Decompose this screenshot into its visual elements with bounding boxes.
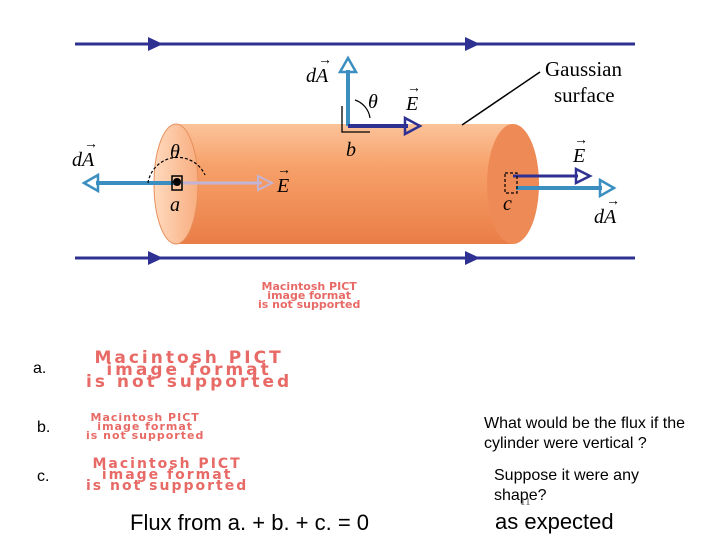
dA-label-a: dA [72,149,95,171]
vector-arrow-E-c: → [574,133,588,148]
vector-arrow-dA-c: → [606,194,620,209]
theta-label-a: θ [170,141,180,163]
question-any-shape: Suppose it were any shape? [494,467,639,504]
E-label-a: E [276,175,289,197]
vector-arrow-dA-a: → [84,137,98,152]
flux-sum-text: Flux from a. + b. + c. = 0 [130,510,370,535]
pict-placeholder-a: Macintosh PICT image format is not suppo… [86,348,293,393]
point-b-label: b [346,139,356,161]
E-label-c: E [572,145,585,167]
field-line-bottom [75,251,635,265]
point-a-label: a [170,194,180,216]
vector-arrow-E-b: → [407,81,421,96]
point-b-vectors [337,55,423,137]
theta-label-b: θ [368,91,378,113]
dA-label-c: dA [594,206,617,228]
row-label-c: c. [37,468,50,485]
question-vertical: What would be the flux if the cylinder w… [484,415,685,452]
pict-placeholder-diagram: Macintosh PICT image format is not suppo… [258,280,361,312]
pict-placeholder-c: Macintosh PICT image format is not suppo… [86,456,249,494]
field-line-top [75,37,635,51]
field-line-middle [180,166,593,192]
page-number: 11 [520,496,531,508]
pict-placeholder-b: Macintosh PICT image format is not suppo… [86,411,205,443]
point-c-label: c [503,193,512,215]
vector-arrow-dA-b: → [318,53,332,68]
dA-label-b: dA [306,65,329,87]
point-c-vectors [504,172,617,199]
point-a-vectors [81,156,206,194]
gaussian-label-line2: surface [554,83,615,107]
gaussian-surface-pointer [461,71,541,126]
answer-text: as expected [495,509,614,534]
gaussian-cylinder-diagram: Gaussian surface dA → θ E → b dA → θ a E… [72,37,635,265]
E-label-b: E [405,93,418,115]
vector-arrow-E-a: → [277,163,291,178]
gaussian-label-line1: Gaussian [545,57,622,81]
row-label-a: a. [33,360,47,377]
row-label-b: b. [37,419,51,436]
